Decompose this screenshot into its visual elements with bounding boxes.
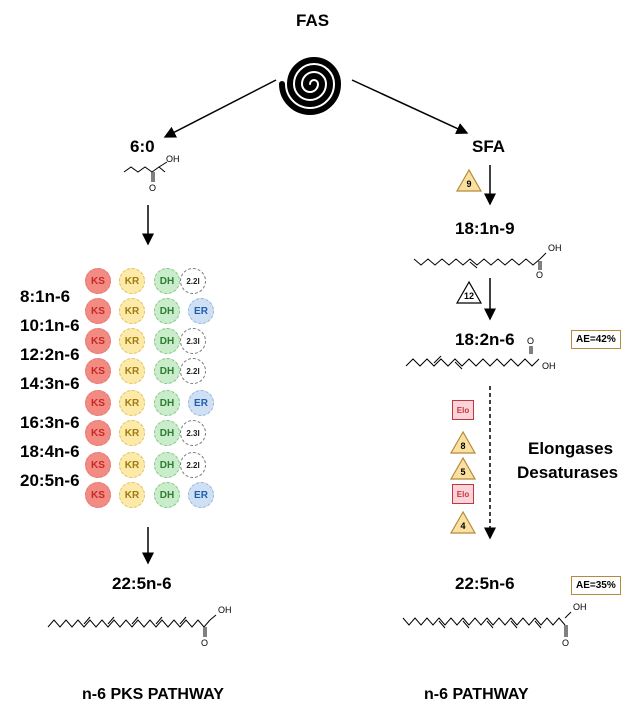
o-label-18-1: O <box>536 270 544 280</box>
elongase-icon: Elo <box>452 484 474 504</box>
kr-domain: KR <box>119 358 145 384</box>
molecule-22-5-left <box>47 614 217 637</box>
chain-label: 8:1n-6 <box>20 287 71 306</box>
right-start-label: SFA <box>472 137 506 156</box>
delta-4-label: 4 <box>460 521 466 531</box>
fas-label: FAS <box>296 11 330 30</box>
er-domain: ER <box>188 298 214 324</box>
dh-domain: DH <box>154 268 180 294</box>
label-18-2: 18:2n-6 <box>455 330 515 349</box>
delta-9-label: 9 <box>466 179 472 189</box>
oh-label-6-0: OH <box>166 154 180 164</box>
fas-spiral-icon <box>279 57 342 115</box>
dh-domain: DH <box>154 420 180 446</box>
er-domain: ER <box>188 482 214 508</box>
chain-label: 14:3n-6 <box>20 374 80 393</box>
ks-domain: KS <box>85 298 111 324</box>
dh-domain: DH <box>154 328 180 354</box>
ks-domain: KS <box>85 482 111 508</box>
isomerase-domain: 2.2I <box>180 268 206 294</box>
ks-domain: KS <box>85 328 111 354</box>
delta-8-desaturase-icon <box>449 430 477 454</box>
chain-label: 12:2n-6 <box>20 345 80 364</box>
ks-domain: KS <box>85 390 111 416</box>
desaturases-label: Desaturases <box>517 463 619 482</box>
molecule-22-5-right <box>402 611 572 637</box>
kr-domain: KR <box>119 328 145 354</box>
dh-domain: DH <box>154 298 180 324</box>
dh-domain: DH <box>154 452 180 478</box>
ks-domain: KS <box>85 420 111 446</box>
kr-domain: KR <box>119 390 145 416</box>
delta-8-label: 8 <box>460 441 466 451</box>
delta-4-desaturase-icon <box>449 510 477 534</box>
molecule-6-0 <box>123 161 168 182</box>
delta-5-label: 5 <box>460 467 466 477</box>
kr-domain: KR <box>119 298 145 324</box>
isomerase-domain: 2.2I <box>180 452 206 478</box>
delta-12-label: 12 <box>463 291 474 301</box>
chain-label: 18:4n-6 <box>20 442 80 461</box>
delta-12-desaturase-icon <box>455 280 483 304</box>
elongases-label: Elongases <box>528 439 614 458</box>
kr-domain: KR <box>119 268 145 294</box>
ks-domain: KS <box>85 452 111 478</box>
chain-label: 20:5n-6 <box>20 471 80 490</box>
isomerase-domain: 2.3I <box>180 328 206 354</box>
molecule-18-2 <box>405 346 540 370</box>
er-domain: ER <box>188 390 214 416</box>
oh-label-22-5-right: OH <box>573 602 587 612</box>
delta-9-desaturase-icon <box>455 168 483 192</box>
label-18-1: 18:1n-9 <box>455 219 515 238</box>
right-end-label: 22:5n-6 <box>455 574 515 593</box>
dh-domain: DH <box>154 358 180 384</box>
isomerase-domain: 2.3I <box>180 420 206 446</box>
ks-domain: KS <box>85 268 111 294</box>
elongase-icon: Elo <box>452 400 474 420</box>
left-end-label: 22:5n-6 <box>112 574 172 593</box>
kr-domain: KR <box>119 420 145 446</box>
ae-badge-22-5: AE=35% <box>571 576 621 595</box>
dh-domain: DH <box>154 390 180 416</box>
o-label-6-0: O <box>149 183 157 193</box>
arrow-fas-to-sfa <box>351 79 469 135</box>
kr-domain: KR <box>119 482 145 508</box>
molecule-18-1 <box>413 252 547 270</box>
right-caption: n-6 PATHWAY <box>424 686 529 703</box>
ks-domain: KS <box>85 358 111 384</box>
arrow-fas-to-6-0 <box>163 79 277 138</box>
o-label-22-5-right: O <box>562 638 570 648</box>
o-label-18-2: O <box>527 336 535 346</box>
left-caption: n-6 PKS PATHWAY <box>82 686 224 703</box>
oh-label-18-2: OH <box>542 361 556 371</box>
left-start-label: 6:0 <box>130 137 155 156</box>
oh-label-18-1: OH <box>548 243 562 253</box>
oh-label-22-5-left: OH <box>218 605 232 615</box>
dh-domain: DH <box>154 482 180 508</box>
delta-5-desaturase-icon <box>449 456 477 480</box>
o-label-22-5-left: O <box>201 638 209 648</box>
ae-badge-18-2: AE=42% <box>571 330 621 349</box>
chain-label: 10:1n-6 <box>20 316 80 335</box>
kr-domain: KR <box>119 452 145 478</box>
isomerase-domain: 2.2I <box>180 358 206 384</box>
chain-label: 16:3n-6 <box>20 413 80 432</box>
